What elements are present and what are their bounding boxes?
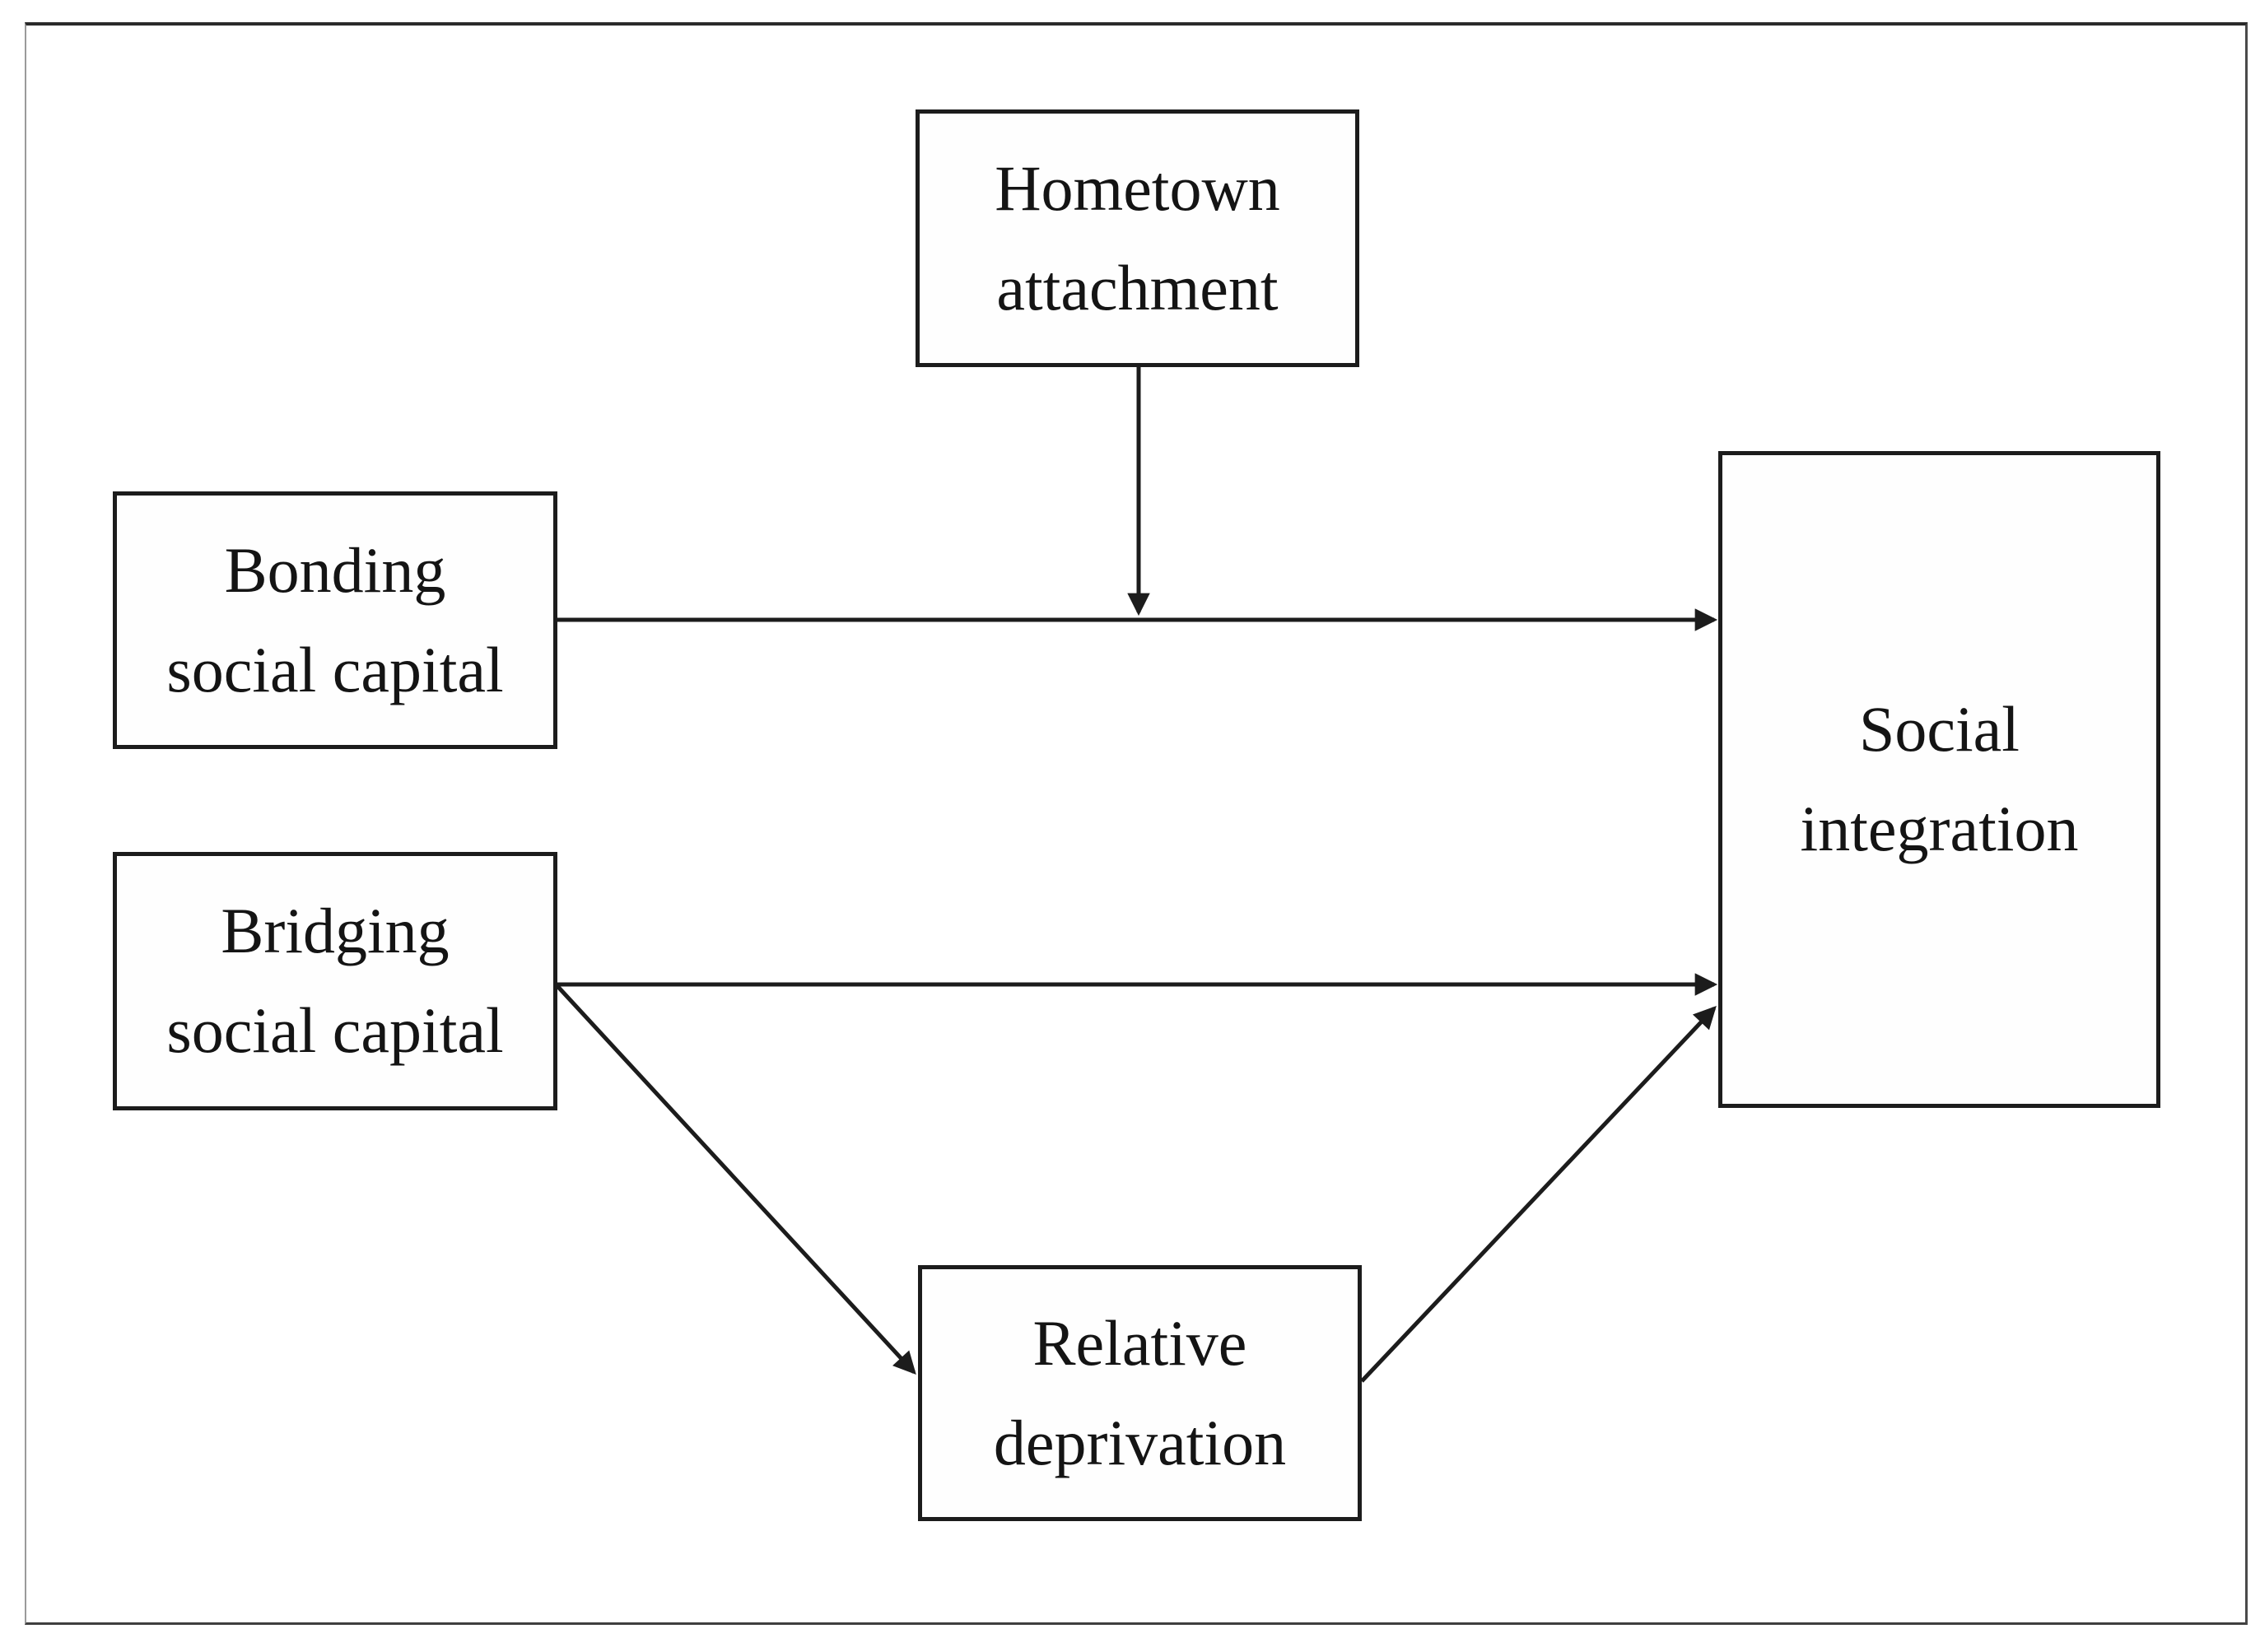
node-label-social-integration: Social integration (1800, 693, 2079, 864)
arrow-relative-deprivation-to-social-integration (1360, 1006, 1717, 1383)
node-label-bonding-social-capital: Bonding social capital (166, 533, 504, 705)
node-bridging-social-capital: Bridging social capital (113, 852, 557, 1110)
node-label-bridging-social-capital: Bridging social capital (166, 895, 504, 1066)
node-label-relative-deprivation: Relative deprivation (993, 1306, 1287, 1478)
figure-border (25, 22, 2248, 1625)
node-relative-deprivation: Relative deprivation (918, 1265, 1362, 1521)
node-social-integration: Social integration (1718, 451, 2160, 1108)
node-bonding-social-capital: Bonding social capital (113, 491, 557, 749)
node-hometown-attachment: Hometown attachment (916, 109, 1359, 367)
arrow-bridging-to-relative-deprivation (556, 984, 916, 1375)
node-label-hometown-attachment: Hometown attachment (995, 151, 1280, 323)
